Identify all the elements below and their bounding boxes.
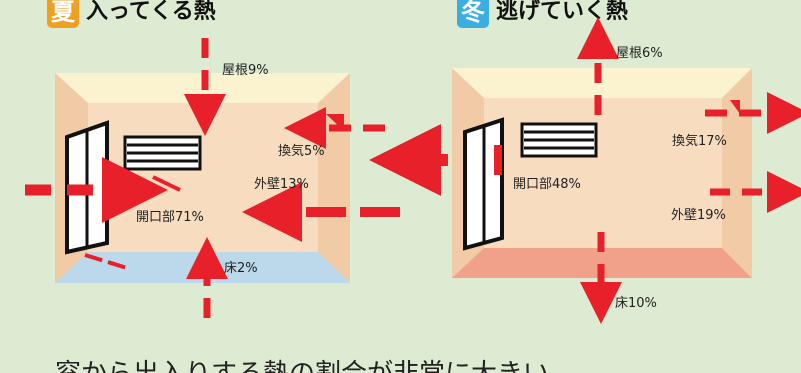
summer-vent-icon [123,135,202,171]
summer-badge-text: 夏 [51,0,76,26]
summer-panel: 夏 入ってくる熱 [25,0,400,318]
winter-panel: 冬 逃げていく熱 [452,0,801,324]
summer-roof-label: 屋根9% [222,63,269,78]
summer-fan-icon [326,114,344,131]
winter-floor [452,248,752,278]
summer-title: 入ってくる熱 [86,0,216,24]
winter-opening-label: 開口部48% [513,177,581,192]
caption-text: 窓から出入りする熱の割合が非常に大きい [55,359,549,373]
winter-roof-label: 屋根6% [616,46,663,61]
winter-fan-icon [730,100,740,114]
summer-ventilation-label: 換気5% [278,143,325,159]
summer-floor [55,252,350,283]
summer-opening-ray-2 [84,253,128,270]
summer-floor-label: 床2% [224,261,258,276]
winter-arrows [494,17,801,324]
winter-title: 逃げていく熱 [496,0,628,24]
summer-opening-ray-1 [152,175,181,192]
winter-room [452,68,752,278]
winter-outer-wall-label: 外壁19% [671,208,726,223]
winter-badge-text: 冬 [461,0,485,26]
summer-opening-label: 開口部71% [136,210,204,225]
winter-window-icon [463,117,504,251]
summer-arrows [25,38,400,318]
summer-badge [47,0,79,28]
winter-ventilation-label: 換気17% [672,133,727,149]
winter-floor-label: 床10% [615,296,657,311]
winter-vent-icon [520,122,598,158]
summer-outer-wall-label: 外壁13% [254,177,309,192]
winter-badge [457,0,489,28]
